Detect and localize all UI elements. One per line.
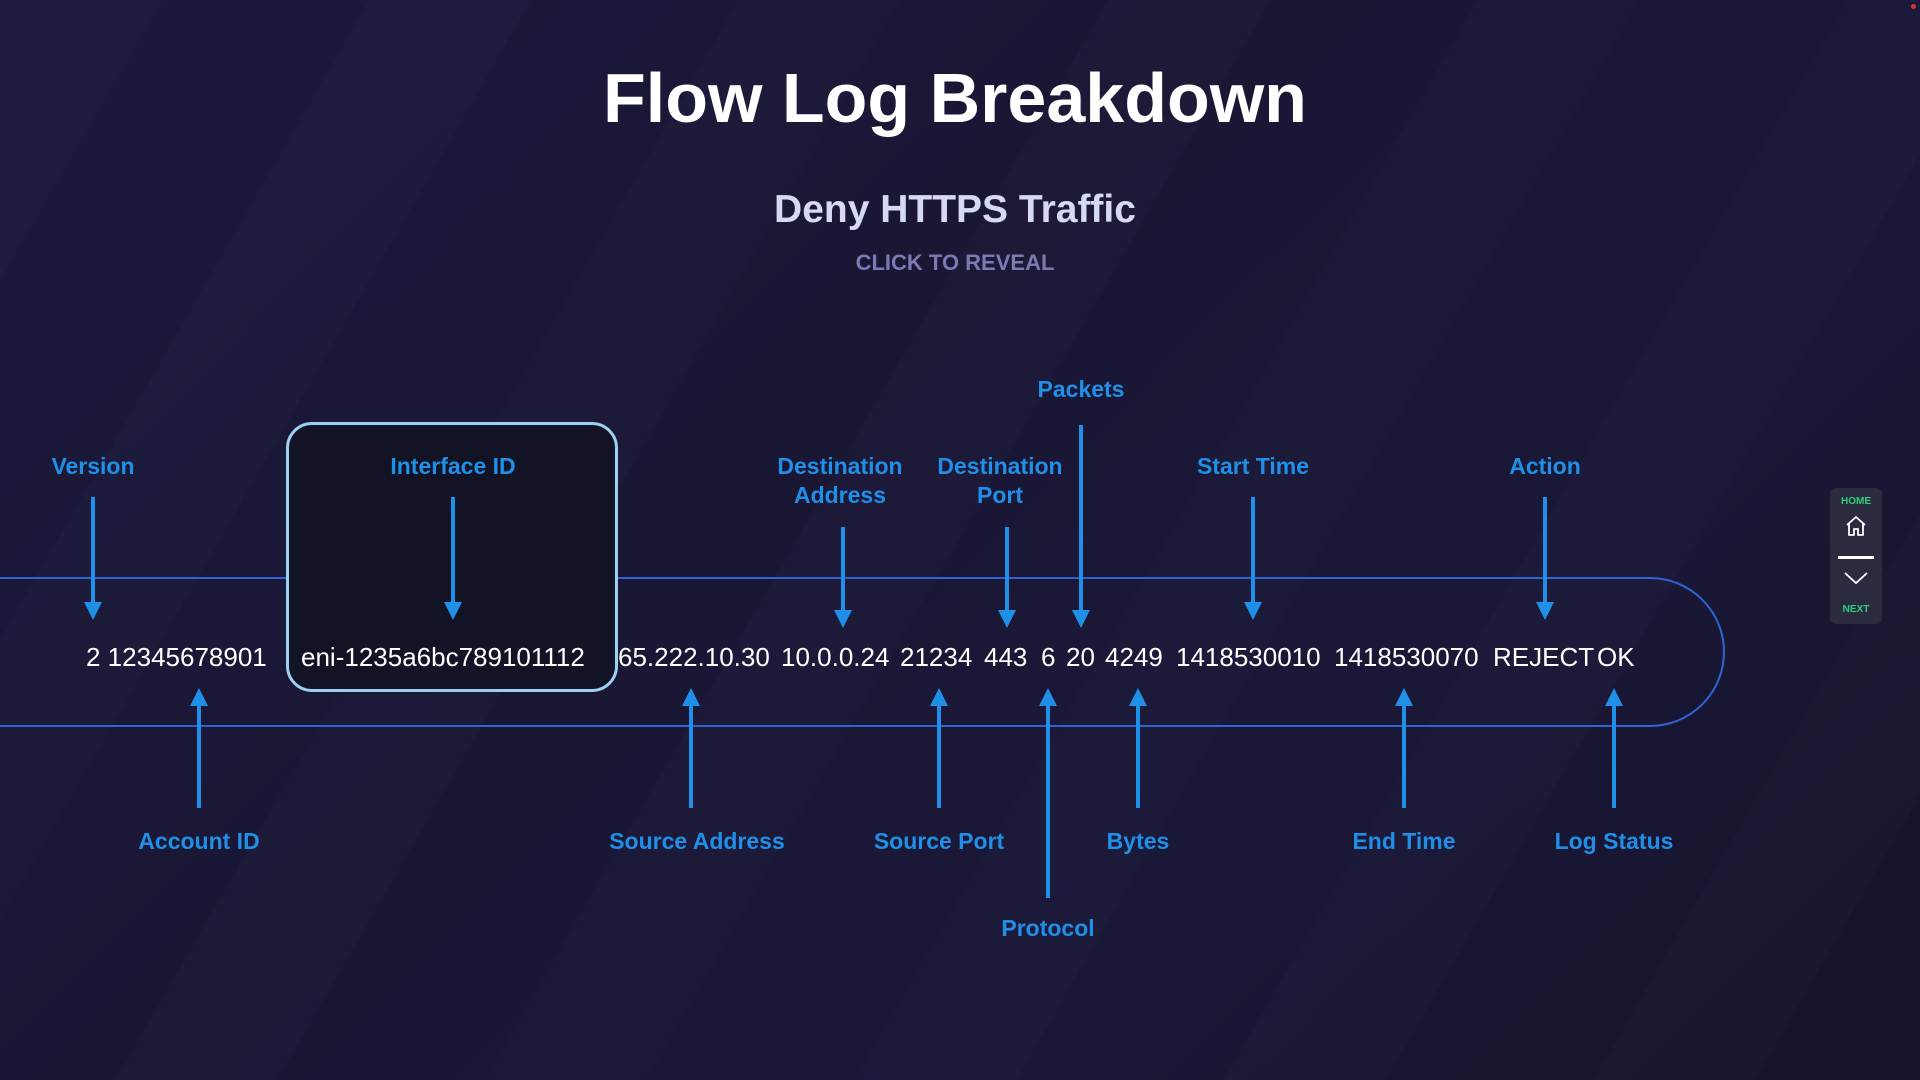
log-status-arrow-head — [1605, 688, 1623, 706]
version-arrow-head — [84, 602, 102, 620]
label-protocol: Protocol — [1001, 915, 1095, 941]
destination-address-arrow-head — [834, 610, 852, 628]
chevron-down-icon[interactable] — [1843, 568, 1869, 588]
segment-packets: 20 — [1066, 642, 1095, 672]
segment-source-port: 21234 — [900, 642, 973, 672]
destination-port-arrow-head — [998, 610, 1016, 628]
label-interface-id: Interface ID — [390, 453, 516, 479]
segment-protocol: 6 — [1041, 642, 1056, 672]
packets-arrow-head — [1072, 610, 1090, 628]
label-version: Version — [51, 453, 135, 479]
interface-id-highlight — [286, 422, 618, 692]
label-action: Action — [1509, 453, 1581, 479]
status-dot — [1911, 4, 1916, 9]
account-id-arrow-head — [190, 688, 208, 706]
label-source-port: Source Port — [873, 828, 1005, 854]
end-time-arrow-head — [1395, 688, 1413, 706]
label-source-address: Source Address — [609, 828, 785, 854]
home-icon[interactable] — [1844, 514, 1868, 538]
segment-action: REJECT — [1493, 642, 1595, 672]
label-packets: Packets — [1037, 376, 1125, 402]
segment-version-account: 2 12345678901 — [86, 642, 267, 672]
label-account-id: Account ID — [138, 828, 260, 854]
page-subtitle: Deny HTTPS Traffic — [774, 188, 1136, 231]
segment-start-time: 1418530010 — [1176, 642, 1321, 672]
start-time-arrow-head — [1244, 602, 1262, 620]
segment-source-address: 65.222.10.30 — [618, 642, 770, 672]
slide-nav: HOME NEXT — [1830, 488, 1882, 624]
track-line — [0, 577, 1725, 727]
segment-interface-id: eni-1235a6bc789101112 — [301, 642, 585, 672]
label-destination-port: Destination Port — [937, 453, 1063, 508]
click-to-reveal-button[interactable]: CLICK TO REVEAL — [855, 250, 1055, 275]
bytes-arrow-head — [1129, 688, 1147, 706]
source-port-arrow-head — [930, 688, 948, 706]
segment-bytes: 4249 — [1105, 642, 1163, 672]
label-bytes: Bytes — [1106, 828, 1170, 854]
source-address-arrow-head — [682, 688, 700, 706]
nav-divider — [1838, 556, 1874, 559]
label-end-time: End Time — [1352, 828, 1456, 854]
segment-destination-address: 10.0.0.24 — [781, 642, 890, 672]
segment-log-status: OK — [1597, 642, 1635, 672]
next-label[interactable]: NEXT — [1842, 604, 1870, 615]
home-label[interactable]: HOME — [1841, 496, 1871, 507]
protocol-arrow-head — [1039, 688, 1057, 706]
segment-end-time: 1418530070 — [1334, 642, 1479, 672]
label-start-time: Start Time — [1196, 453, 1310, 479]
label-destination-address: Destination Address — [777, 453, 903, 508]
page-title: Flow Log Breakdown — [603, 59, 1307, 137]
action-arrow-head — [1536, 602, 1554, 620]
segment-destination-port: 443 — [984, 642, 1028, 672]
label-log-status: Log Status — [1554, 828, 1674, 854]
